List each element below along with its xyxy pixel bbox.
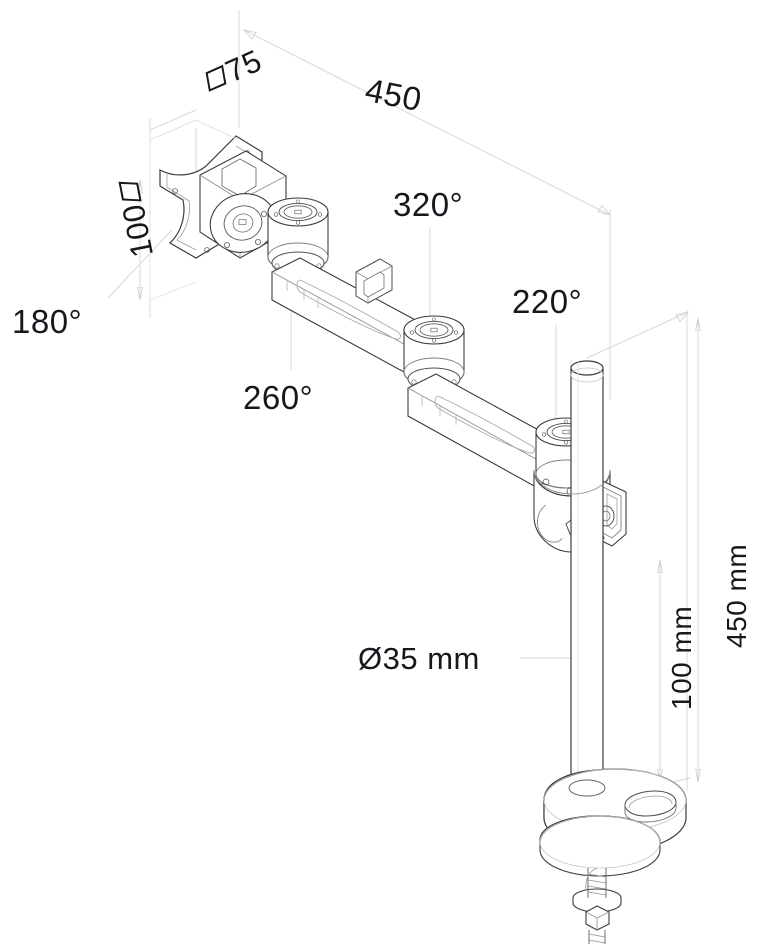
label-height-100mm: 100 mm xyxy=(666,605,697,710)
dimension-lines xyxy=(107,10,698,801)
label-angle-220: 220° xyxy=(512,283,583,320)
tilt-head-block xyxy=(199,150,287,259)
square-symbol-icon-2 xyxy=(118,181,142,202)
pole-clamp-overlay xyxy=(533,469,611,495)
vertical-pole xyxy=(570,360,604,801)
label-angle-260: 260° xyxy=(243,379,314,416)
label-height-450mm: 450 mm xyxy=(721,543,752,648)
label-angle-320: 320° xyxy=(393,186,464,223)
vesa-construction-outline xyxy=(149,119,240,301)
label-angle-180: 180° xyxy=(12,303,83,340)
clamp-screw-bolt xyxy=(572,867,622,944)
label-pole-diameter: Ø35 mm xyxy=(358,641,480,676)
square-symbol-icon xyxy=(205,64,227,92)
lower-clamp-plate xyxy=(539,815,661,877)
